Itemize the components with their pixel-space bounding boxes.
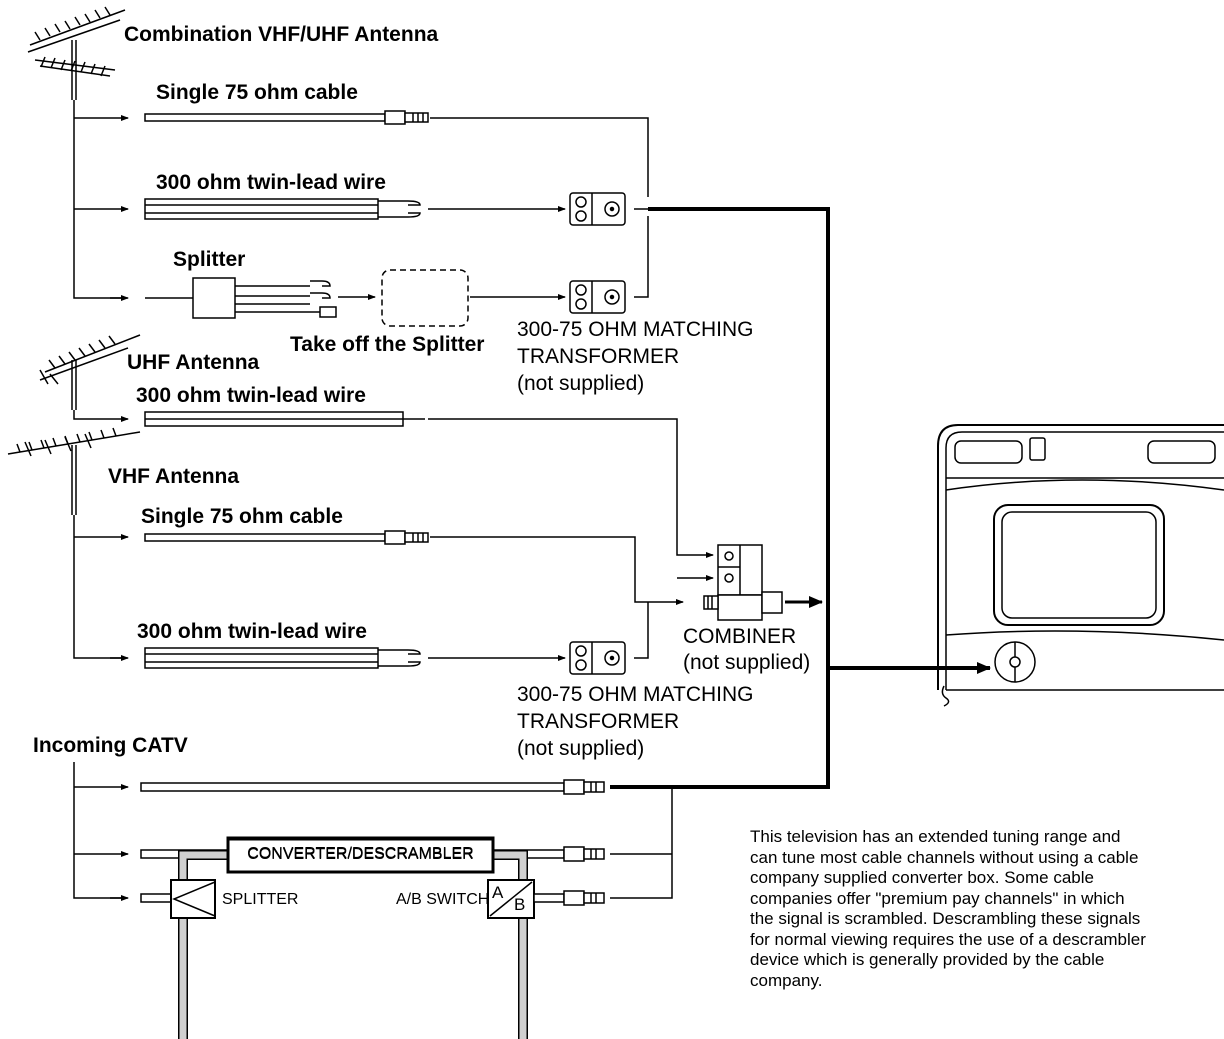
note-line: for normal viewing requires the use of a… [750, 929, 1146, 949]
splitter-switch-loop [178, 850, 528, 1039]
catv-coax-direct [140, 779, 605, 795]
television-rear-icon [937, 424, 1224, 707]
single75-b-label: Single 75 ohm cable [141, 505, 343, 528]
twin300-c-label: 300 ohm twin-lead wire [137, 620, 367, 643]
note-line: company. [750, 970, 823, 990]
single75-a-label: Single 75 ohm cable [156, 81, 358, 104]
splitter-box-label: SPLITTER [222, 891, 299, 908]
catv-label: Incoming CATV [33, 734, 188, 757]
vhf-antenna-label: VHF Antenna [108, 465, 240, 488]
vhf-antenna-icon [7, 427, 141, 515]
splitter-icon [192, 277, 337, 319]
matching-transformer-1-icon [569, 192, 626, 226]
combiner-label: COMBINER [683, 625, 797, 648]
twin300-b-label: 300 ohm twin-lead wire [136, 384, 366, 407]
combiner-icon [703, 544, 783, 621]
ab-switch-icon [487, 879, 535, 919]
note-line: device which is generally provided by th… [750, 950, 1105, 969]
combiner-note: (not supplied) [683, 651, 811, 674]
combo-antenna-label: Combination VHF/UHF Antenna [124, 23, 439, 46]
converter-1-label: CONVERTER/DESCRAMBLER [247, 845, 474, 862]
combination-antenna-icon [27, 6, 126, 100]
ab-b-letter: B [514, 895, 526, 914]
note-line: the signal is scrambled. Descrambling th… [750, 909, 1141, 928]
twin-lead-a [144, 198, 421, 220]
mt2-line1: 300-75 OHM MATCHING [517, 683, 754, 706]
converter-2-label: CONVERTER/DESCRAMBLER [247, 846, 474, 863]
twin-lead-c [144, 647, 421, 669]
mt1-line2: TRANSFORMER [517, 345, 680, 368]
mt1-line3: (not supplied) [517, 372, 645, 395]
matching-transformer-2-icon [569, 641, 626, 675]
mt1-line1: 300-75 OHM MATCHING [517, 318, 754, 341]
twin300-a-label: 300 ohm twin-lead wire [156, 171, 386, 194]
ab-switch-label: A/B SWITCH [396, 891, 490, 908]
coax-cable-a [144, 110, 429, 125]
ab-a-letter: A [492, 883, 504, 902]
mt2-line3: (not supplied) [517, 737, 645, 760]
note-line: can tune most cable channels without usi… [750, 847, 1139, 867]
cable-info-note: This television has an extended tuning r… [750, 827, 1224, 991]
uhf-antenna-label: UHF Antenna [127, 351, 260, 374]
converter-box-2 [226, 837, 495, 874]
mt2-line2: TRANSFORMER [517, 710, 680, 733]
splitter-box-icon [170, 879, 216, 919]
note-line: companies offer "premium pay channels" i… [750, 888, 1125, 908]
note-line: company supplied converter box. Some cab… [750, 868, 1094, 887]
take-off-label: Take off the Splitter [290, 333, 485, 356]
twin-lead-b [144, 411, 425, 427]
splitter-label: Splitter [173, 248, 246, 271]
uhf-antenna-icon [39, 334, 141, 410]
removed-splitter-outline [381, 269, 469, 327]
matching-transformer-1b-icon [569, 280, 626, 314]
coax-cable-b [144, 530, 429, 545]
note-line: This television has an extended tuning r… [750, 827, 1121, 846]
